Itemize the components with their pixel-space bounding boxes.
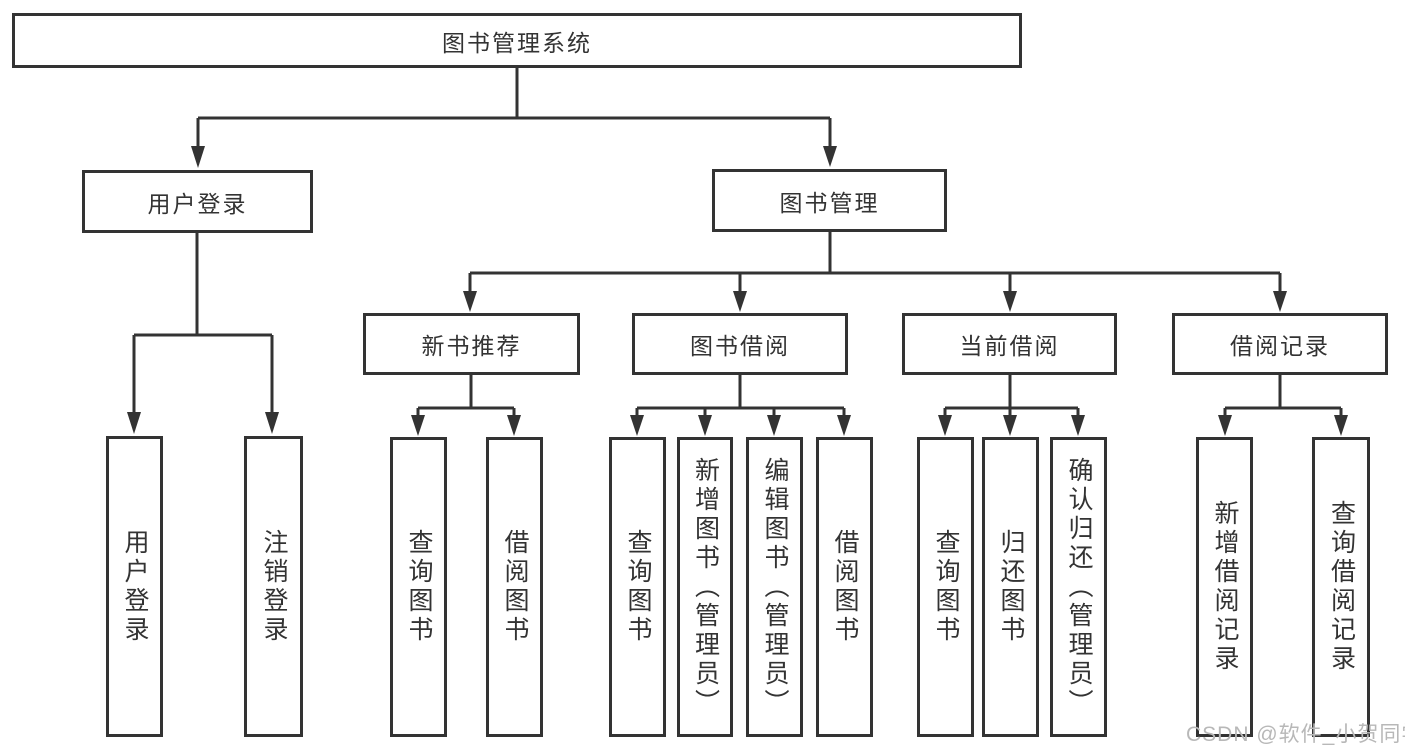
leaf-bb-add-books-admin: 新增图书（管理员） [677, 437, 733, 737]
leaf-bb-edit-books-admin: 编辑图书（管理员） [746, 437, 803, 737]
node-borrow-records: 借阅记录 [1172, 313, 1388, 375]
arrowheads [127, 146, 1348, 436]
leaf-cb-query-books: 查询图书 [917, 437, 974, 737]
leaf-user-login: 用户登录 [106, 436, 163, 737]
leaf-rec-query-books: 查询图书 [390, 437, 447, 737]
node-book-management: 图书管理 [712, 169, 947, 232]
node-new-book-recommend: 新书推荐 [363, 313, 580, 375]
leaf-bb-query-books: 查询图书 [609, 437, 666, 737]
leaf-cb-return-books: 归还图书 [982, 437, 1039, 737]
leaf-br-query-record: 查询借阅记录 [1312, 437, 1370, 737]
leaf-rec-borrow-books: 借阅图书 [486, 437, 543, 737]
node-book-borrow: 图书借阅 [632, 313, 848, 375]
node-user-login: 用户登录 [82, 170, 313, 233]
leaf-cb-confirm-return-admin: 确认归还（管理员） [1050, 437, 1107, 737]
leaf-bb-borrow-books: 借阅图书 [816, 437, 873, 737]
leaf-br-add-record: 新增借阅记录 [1196, 437, 1253, 737]
node-current-borrow: 当前借阅 [902, 313, 1117, 375]
leaf-logout: 注销登录 [244, 436, 303, 737]
node-root: 图书管理系统 [12, 13, 1022, 68]
csdn-watermark: CSDN @软件_小贺同学 [1186, 723, 1405, 746]
